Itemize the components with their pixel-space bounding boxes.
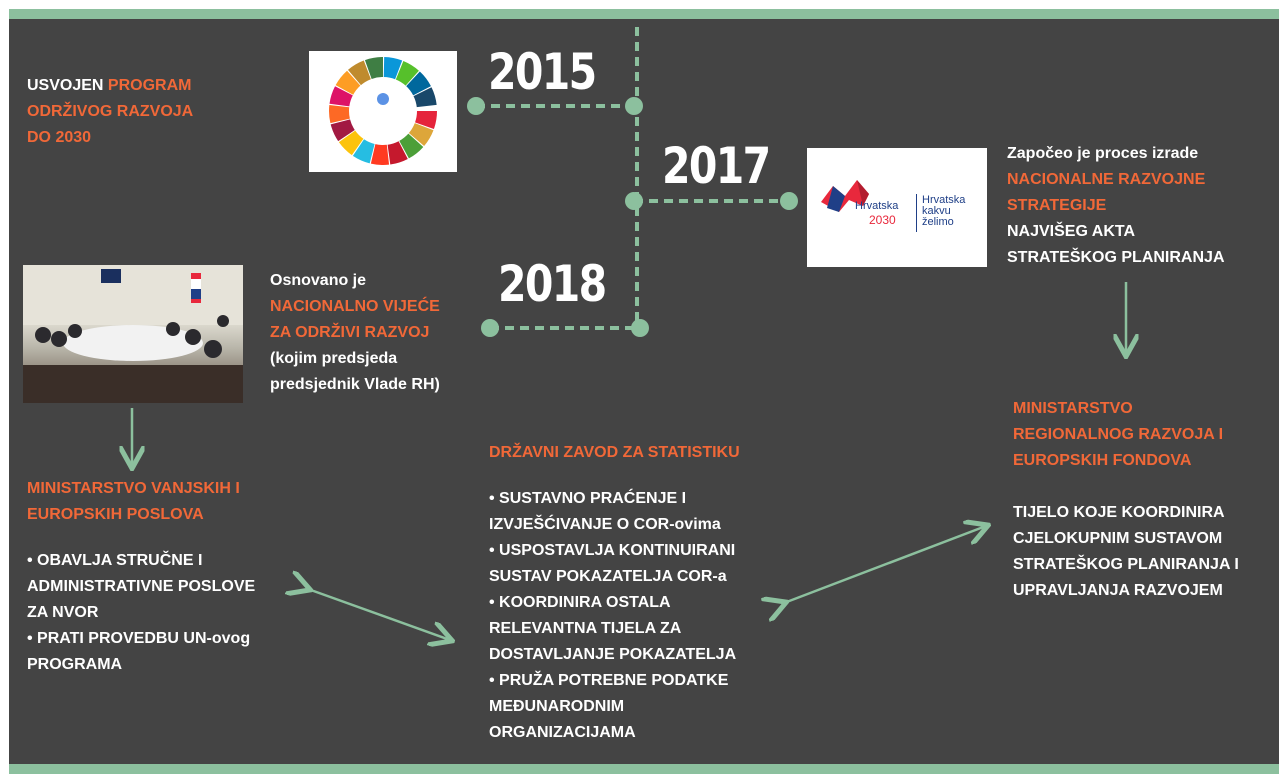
mrrfeu-title-1: MINISTARSTVO xyxy=(1013,400,1133,417)
text-2018-line5: predsjednik Vlade RH) xyxy=(270,376,440,393)
text-2017: Započeo je proces izrade NACIONALNE RAZV… xyxy=(1007,141,1225,271)
year-2015: 2015 xyxy=(488,43,597,101)
hrvatska-2030-logo: Hrvatska 2030 Hrvatska kakvu želimo xyxy=(807,148,987,267)
text-2018-highlight1: NACIONALNO VIJEĆE xyxy=(270,298,440,315)
text-2018-highlight2: ZA ODRŽIVI RAZVOJ xyxy=(270,324,430,341)
top-band xyxy=(9,9,1279,19)
dzs-item-10: ORGANIZACIJAMA xyxy=(489,724,636,741)
dzs-item-3: • USPOSTAVLJA KONTINUIRANI xyxy=(489,542,736,559)
dot-2017-left xyxy=(625,192,643,210)
dot-2018-right xyxy=(631,319,649,337)
text-2017-highlight1: NACIONALNE RAZVOJNE xyxy=(1007,171,1206,188)
arrow-dzs-mrrfeu xyxy=(784,526,986,603)
text-2017-line4: NAJVIŠEG AKTA xyxy=(1007,223,1136,240)
mvep-item-2: ADMINISTRATIVNE POSLOVE xyxy=(27,578,256,595)
dzs-item-6: RELEVANTNA TIJELA ZA xyxy=(489,620,682,637)
mvep-item-1: • OBAVLJA STRUČNE I xyxy=(27,552,203,569)
dzs-item-5: • KOORDINIRA OSTALA xyxy=(489,594,671,611)
hr-logo-slogan-2: kakvu xyxy=(922,205,951,217)
hr-logo-slogan-1: Hrvatska xyxy=(922,194,966,206)
mvep-items: • OBAVLJA STRUČNE I ADMINISTRATIVNE POSL… xyxy=(27,548,255,678)
mrrfeu-title-3: EUROPSKIH FONDOVA xyxy=(1013,452,1192,469)
sdg-logo-image xyxy=(309,51,457,172)
meeting-scene-icon xyxy=(23,265,243,403)
mrrfeu-title-2: REGIONALNOG RAZVOJA I xyxy=(1013,426,1224,443)
dzs-title: DRŽAVNI ZAVOD ZA STATISTIKU xyxy=(489,444,740,461)
hr-logo-year: 2030 xyxy=(869,213,896,227)
council-meeting-photo xyxy=(23,265,243,403)
dzs-item-1: • SUSTAVNO PRAĆENJE I xyxy=(489,490,687,507)
dzs-items: • SUSTAVNO PRAĆENJE I IZVJEŠĆIVANJE O CO… xyxy=(489,486,736,746)
dot-2015-left xyxy=(467,97,485,115)
bottom-band xyxy=(9,764,1279,774)
text-2015-line2: ODRŽIVOG RAZVOJA xyxy=(27,103,194,120)
year-2018: 2018 xyxy=(498,255,607,313)
text-2018-line1: Osnovano je xyxy=(270,272,367,289)
mvep-title-2: EUROPSKIH POSLOVA xyxy=(27,506,204,523)
text-2018-line4: (kojim predsjeda xyxy=(270,350,398,367)
text-2015: USVOJEN PROGRAM ODRŽIVOG RAZVOJA DO 2030 xyxy=(27,73,193,151)
mvep-block: MINISTARSTVO VANJSKIH I EUROPSKIH POSLOV… xyxy=(27,476,240,528)
mrrfeu-items: TIJELO KOJE KOORDINIRA CJELOKUPNIM SUSTA… xyxy=(1013,500,1239,604)
hr-logo-divider xyxy=(916,194,917,232)
text-2018: Osnovano je NACIONALNO VIJEĆE ZA ODRŽIVI… xyxy=(270,268,440,398)
hr-logo-slogan: Hrvatska kakvu želimo xyxy=(922,195,965,228)
text-2017-line1: Započeo je proces izrade xyxy=(1007,145,1199,162)
mrrfeu-item-2: CJELOKUPNIM SUSTAVOM xyxy=(1013,530,1223,547)
mrrfeu-item-3: STRATEŠKOG PLANIRANJA I xyxy=(1013,556,1239,573)
arrow-mvep-dzs xyxy=(308,589,450,640)
hr-logo-slogan-3: želimo xyxy=(922,216,954,228)
dzs-item-8: • PRUŽA POTREBNE PODATKE xyxy=(489,672,729,689)
text-2015-line1: USVOJEN PROGRAM xyxy=(27,73,193,99)
dzs-item-4: SUSTAV POKAZATELJA COR-a xyxy=(489,568,727,585)
map-polygon-icon xyxy=(821,180,869,212)
dzs-item-2: IZVJEŠĆIVANJE O COR-ovima xyxy=(489,516,721,533)
mrrfeu-item-1: TIJELO KOJE KOORDINIRA xyxy=(1013,504,1225,521)
year-2017: 2017 xyxy=(662,137,771,195)
dzs-item-9: MEĐUNARODNIM xyxy=(489,698,625,715)
dot-2015-right xyxy=(625,97,643,115)
sdg-wheel-icon xyxy=(329,57,437,165)
dzs-item-7: DOSTAVLJANJE POKAZATELJA xyxy=(489,646,737,663)
mrrfeu-block: MINISTARSTVO REGIONALNOG RAZVOJA I EUROP… xyxy=(1013,396,1223,474)
mrrfeu-item-4: UPRAVLJANJA RAZVOJEM xyxy=(1013,582,1223,599)
dot-2017-right xyxy=(780,192,798,210)
text-2015-program: PROGRAM xyxy=(107,77,192,94)
mvep-item-3: ZA NVOR xyxy=(27,604,99,621)
text-2015-prefix: USVOJEN xyxy=(27,77,108,94)
text-2017-highlight2: STRATEGIJE xyxy=(1007,197,1107,214)
hr-logo-title: Hrvatska xyxy=(855,200,899,212)
dot-2018-left xyxy=(481,319,499,337)
text-2017-line5: STRATEŠKOG PLANIRANJA xyxy=(1007,249,1225,266)
mvep-item-5: PROGRAMA xyxy=(27,656,123,673)
mvep-item-4: • PRATI PROVEDBU UN-ovog xyxy=(27,630,251,647)
mvep-title-1: MINISTARSTVO VANJSKIH I xyxy=(27,480,240,497)
text-2015-line3: DO 2030 xyxy=(27,129,92,146)
